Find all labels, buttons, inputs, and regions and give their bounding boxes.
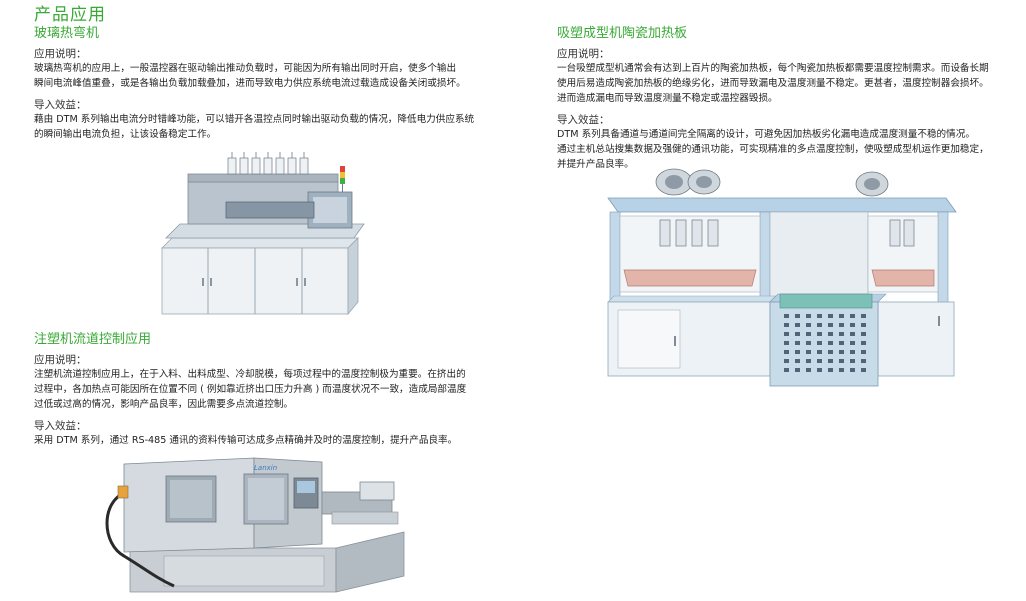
vent-slot: [828, 323, 833, 327]
vent-slot: [839, 350, 844, 354]
vent-slot: [795, 323, 800, 327]
text-line: 一台吸塑成型机通常会有达到上百片的陶瓷加热板，每个陶瓷加热板都需要温度控制需求。…: [557, 63, 989, 74]
vent-slot: [850, 341, 855, 345]
benefit-label: 导入效益：: [34, 99, 87, 111]
text-line: 并提升产品良率。: [557, 159, 634, 170]
section-injection-runner: 注塑机流道控制应用 应用说明： 注塑机流道控制应用上，在于入料、出料成型、冷却脱…: [34, 328, 504, 448]
text-line: 藉由 DTM 系列输出电流分时错峰功能，可以错开各温控点同时输出驱动负载的情况，…: [34, 114, 475, 125]
usage-text: 玻璃热弯机的应用上，一般温控器在驱动输出推动负载时，可能因为所有输出同时开启，使…: [34, 61, 504, 91]
vacuum-forming-machine-illustration: [607, 168, 957, 387]
text-line: 玻璃热弯机的应用上，一般温控器在驱动输出推动负载时，可能因为所有输出同时开启，使…: [34, 63, 457, 74]
text-line: 过程中，各加热点可能因所在位置不同 ( 例如靠近挤出口压力升高 ) 而温度状况不…: [34, 384, 467, 395]
text-line: 过低或过高的情况，影响产品良率，因此需要多点流道控制。: [34, 399, 294, 410]
text-line: 瞬间电流峰值重叠，或是各输出负载加载叠加，进而导致电力供应系统电流过载造成设备关…: [34, 78, 466, 89]
vent-slot: [784, 368, 789, 372]
vent-slot: [861, 323, 866, 327]
vent-slot: [839, 359, 844, 363]
section-glass-bending: 玻璃热弯机 应用说明： 玻璃热弯机的应用上，一般温控器在驱动输出推动负载时，可能…: [34, 22, 504, 142]
vent-slot: [817, 323, 822, 327]
vent-slot: [817, 359, 822, 363]
vent-slot: [828, 314, 833, 318]
vent-slot: [861, 359, 866, 363]
vent-slot: [806, 314, 811, 318]
vent-slot: [784, 323, 789, 327]
benefit-label: 导入效益：: [34, 420, 87, 432]
vent-slot: [850, 359, 855, 363]
section-title: 吸塑成型机陶瓷加热板: [557, 26, 688, 41]
vent-slot: [850, 350, 855, 354]
glass-bending-machine-illustration: [161, 152, 365, 316]
usage-label: 应用说明：: [34, 48, 87, 60]
vent-slot: [806, 332, 811, 336]
usage-label: 应用说明：: [34, 354, 87, 366]
vent-slot: [828, 350, 833, 354]
vent-slot: [817, 314, 822, 318]
vent-slot: [861, 368, 866, 372]
text-line: 注塑机流道控制应用上，在于入料、出料成型、冷却脱模，每项过程中的温度控制极为重要…: [34, 369, 466, 380]
blower-right-icon: [855, 171, 889, 197]
vent-slot: [795, 332, 800, 336]
section-vacuum-forming: 吸塑成型机陶瓷加热板 应用说明： 一台吸塑成型机通常会有达到上百片的陶瓷加热板，…: [557, 22, 997, 172]
vent-slot: [861, 332, 866, 336]
vent-slot: [861, 314, 866, 318]
usage-text: 注塑机流道控制应用上，在于入料、出料成型、冷却脱模，每项过程中的温度控制极为重要…: [34, 367, 504, 412]
vent-slot: [861, 341, 866, 345]
vent-slot: [784, 341, 789, 345]
benefit-text: 藉由 DTM 系列输出电流分时错峰功能，可以错开各温控点同时输出驱动负载的情况，…: [34, 112, 504, 142]
usage-label: 应用说明：: [557, 48, 610, 60]
text-line: 采用 DTM 系列，通过 RS-485 通讯的资料传输可达成多点精确并及时的温度…: [34, 435, 458, 446]
vent-slot: [784, 350, 789, 354]
vent-slot: [828, 368, 833, 372]
vent-slot: [817, 368, 822, 372]
vent-slot: [839, 341, 844, 345]
vent-slot: [839, 332, 844, 336]
text-line: DTM 系列具备通道与通道间完全隔离的设计，可避免因加热板劣化漏电造成温度测量不…: [557, 129, 975, 140]
vent-slot: [850, 332, 855, 336]
vent-slot: [806, 350, 811, 354]
vent-slot: [839, 323, 844, 327]
vent-slot: [828, 359, 833, 363]
vent-slot: [828, 332, 833, 336]
page-title: 产品应用: [34, 5, 106, 25]
vent-slot: [795, 359, 800, 363]
vent-slot: [784, 314, 789, 318]
injection-molding-machine-illustration: Lanxin: [105, 457, 405, 593]
vent-slot: [795, 341, 800, 345]
section-title: 玻璃热弯机: [34, 26, 100, 41]
vent-slot: [817, 341, 822, 345]
machine-logo: Lanxin: [254, 464, 277, 472]
vent-slot: [850, 368, 855, 372]
blower-left-icon: [655, 168, 721, 196]
usage-text: 一台吸塑成型机通常会有达到上百片的陶瓷加热板，每个陶瓷加热板都需要温度控制需求。…: [557, 61, 997, 106]
vent-slot: [839, 368, 844, 372]
vent-slot: [795, 350, 800, 354]
vent-slot: [795, 368, 800, 372]
text-line: 进而造成漏电而导致温度测量不稳定或温控器毁损。: [557, 93, 778, 104]
text-line: 的瞬间输出电流负担，让该设备稳定工作。: [34, 129, 217, 140]
vent-slot: [817, 332, 822, 336]
vent-slot: [784, 359, 789, 363]
vent-slot: [806, 323, 811, 327]
vent-slot: [784, 332, 789, 336]
vent-slot: [817, 350, 822, 354]
vent-slot: [850, 323, 855, 327]
section-title: 注塑机流道控制应用: [34, 332, 152, 347]
vent-slot: [850, 314, 855, 318]
benefit-text: DTM 系列具备通道与通道间完全隔离的设计，可避免因加热板劣化漏电造成温度测量不…: [557, 127, 997, 172]
vent-slot: [839, 314, 844, 318]
vent-slot: [806, 368, 811, 372]
vent-slot: [806, 359, 811, 363]
text-line: 通过主机总站搜集数据及强健的通讯功能，可实现精准的多点温度控制，使吸塑成型机运作…: [557, 144, 989, 155]
vent-slot: [795, 314, 800, 318]
vent-slot: [861, 350, 866, 354]
benefit-text: 采用 DTM 系列，通过 RS-485 通讯的资料传输可达成多点精确并及时的温度…: [34, 433, 504, 448]
vent-slot: [828, 341, 833, 345]
vent-slot: [806, 341, 811, 345]
text-line: 使用后易造成陶瓷加热板的绝缘劣化，进而导致漏电及温度测量不稳定。更甚者，温度控制…: [557, 78, 989, 89]
benefit-label: 导入效益：: [557, 114, 610, 126]
